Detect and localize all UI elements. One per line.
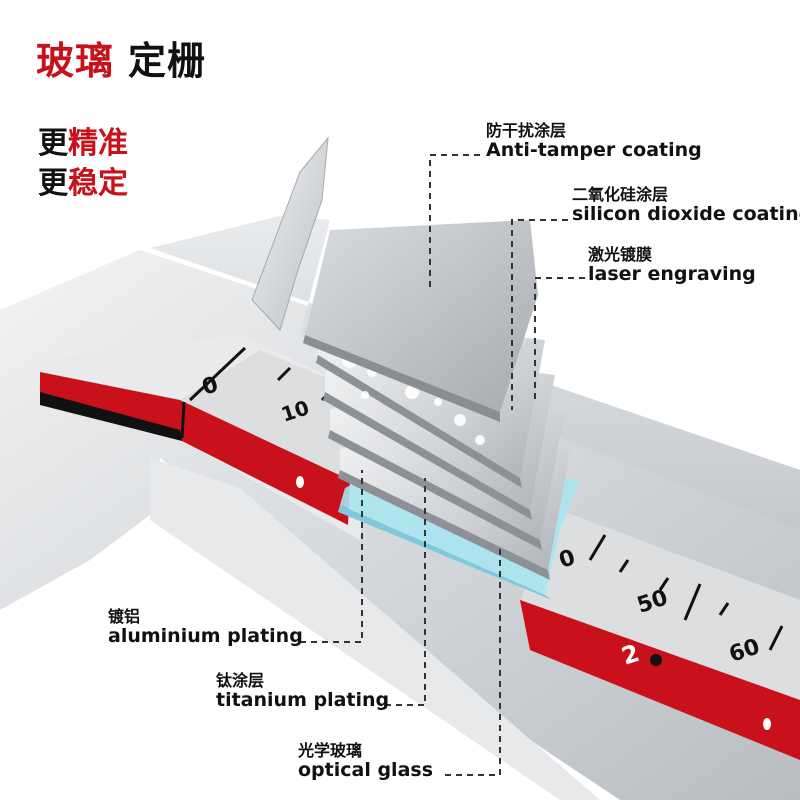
label-en: Anti-tamper coating [486, 139, 702, 162]
label-cn: 防干扰涂层 [486, 121, 567, 140]
label-laser-engraving: 激光镀膜 laser engraving [588, 245, 756, 286]
label-cn: 激光镀膜 [588, 245, 653, 264]
leader-lines [300, 154, 585, 776]
headline: 玻璃定栅 [36, 30, 206, 85]
label-silicon-dioxide-coating: 二氧化硅涂层 silicon dioxide coating [572, 185, 800, 226]
slogan-prefix: 更 [38, 126, 68, 161]
label-optical-glass: 光学玻璃 optical glass [298, 741, 434, 782]
label-en: silicon dioxide coating [572, 203, 800, 226]
left-scale [40, 335, 380, 540]
label-cn: 二氧化硅涂层 [572, 185, 669, 204]
label-en: aluminium plating [108, 625, 303, 648]
label-aluminium-plating: 镀铝 aluminium plating [108, 607, 303, 648]
label-en: laser engraving [588, 263, 756, 286]
slogan-highlight: 精准 [68, 126, 128, 161]
label-anti-tamper-coating: 防干扰涂层 Anti-tamper coating [486, 121, 702, 162]
headline-part-1: 玻璃 [36, 39, 115, 83]
label-titanium-plating: 钛涂层 titanium plating [216, 671, 390, 712]
label-en: optical glass [298, 759, 434, 782]
label-cn: 光学玻璃 [298, 741, 363, 760]
label-cn: 镀铝 [108, 607, 141, 626]
label-en: titanium plating [216, 689, 390, 712]
slogan-prefix: 更 [38, 166, 68, 201]
right-scale [520, 510, 800, 760]
layer-stack [303, 220, 580, 600]
slogan-highlight: 稳定 [68, 166, 128, 201]
slogan-stable: 更稳定 [38, 158, 128, 202]
slogan-precise: 更精准 [38, 118, 128, 162]
headline-part-2: 定栅 [128, 39, 207, 83]
scale-right-zero: 0 [556, 545, 578, 574]
label-cn: 钛涂层 [216, 671, 265, 690]
scale-left-zero: 0 [199, 372, 221, 401]
